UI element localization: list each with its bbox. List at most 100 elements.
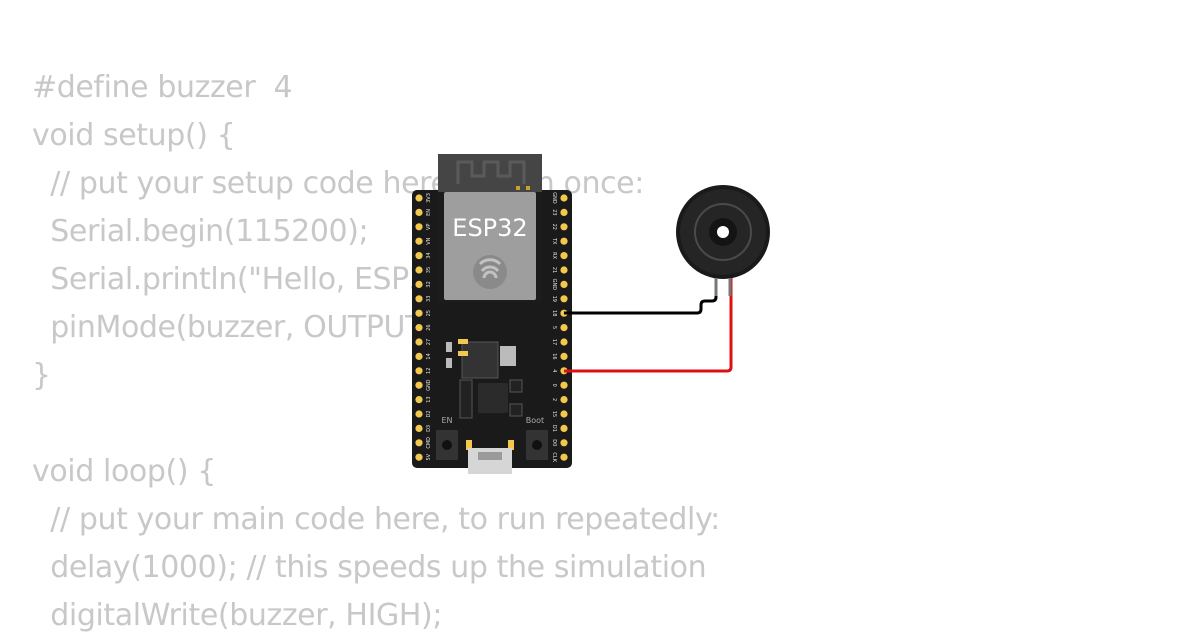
board-label: ESP32 xyxy=(452,214,527,242)
antenna-trace xyxy=(456,160,526,184)
board-pin-right-6[interactable] xyxy=(560,280,568,288)
code-line: #define buzzer 4 xyxy=(32,70,293,105)
pin-label: 14 xyxy=(426,353,432,359)
pin-label: 33 xyxy=(426,296,432,302)
smd-component xyxy=(509,379,523,393)
pin-label: 13 xyxy=(426,396,432,402)
pin-label: 34 xyxy=(426,252,432,258)
board-pin-right-15[interactable] xyxy=(560,410,568,418)
smd-component xyxy=(446,342,452,352)
left-pin-labels: 3V3ENVPVN343532332526271412GND13D2D3CMD5… xyxy=(426,193,432,460)
board-pin-left-14[interactable] xyxy=(415,396,423,404)
board-pin-left-12[interactable] xyxy=(415,367,423,375)
micro-usb-port xyxy=(468,448,512,474)
board-pin-left-3[interactable] xyxy=(415,237,423,245)
board-pin-right-9[interactable] xyxy=(560,324,568,332)
pin-label: CLK xyxy=(551,452,557,462)
buzzer-ring xyxy=(694,203,752,261)
board-pin-right-13[interactable] xyxy=(560,381,568,389)
left-pin-header xyxy=(415,194,423,461)
right-pin-header xyxy=(560,194,568,461)
code-line: Serial.begin(115200); xyxy=(32,214,369,249)
piezo-buzzer[interactable] xyxy=(672,182,774,298)
board-pin-right-1[interactable] xyxy=(560,208,568,216)
pin-label: 0 xyxy=(551,384,557,387)
pin-label: 5V xyxy=(426,453,432,460)
board-pin-left-18[interactable] xyxy=(415,453,423,461)
board-pin-left-13[interactable] xyxy=(415,381,423,389)
board-pin-right-2[interactable] xyxy=(560,223,568,231)
pin-label: 26 xyxy=(426,324,432,330)
pin-label: TX xyxy=(551,237,557,245)
en-button[interactable] xyxy=(436,430,458,460)
board-pin-left-9[interactable] xyxy=(415,324,423,332)
board-pin-right-10[interactable] xyxy=(560,338,568,346)
board-pin-right-18[interactable] xyxy=(560,453,568,461)
power-led xyxy=(500,346,516,366)
pin-label: D0 xyxy=(551,439,557,446)
esp32-board[interactable]: ESP32 3V3ENVPVN343532332526271412GND13D2… xyxy=(410,152,574,480)
pin-label: GND xyxy=(551,279,557,291)
board-pin-right-0[interactable] xyxy=(560,194,568,202)
pin-label: 15 xyxy=(551,411,557,417)
board-pin-right-7[interactable] xyxy=(560,295,568,303)
module-shield xyxy=(444,192,536,300)
smd-component xyxy=(508,440,514,450)
board-pin-left-6[interactable] xyxy=(415,280,423,288)
boot-button-cap xyxy=(532,440,542,450)
board-pin-left-17[interactable] xyxy=(415,439,423,447)
board-pin-right-16[interactable] xyxy=(560,424,568,432)
board-pin-left-0[interactable] xyxy=(415,194,423,202)
pin-label: 21 xyxy=(551,267,557,273)
smd-component xyxy=(458,351,468,356)
board-pin-right-17[interactable] xyxy=(560,439,568,447)
pin-label: 2 xyxy=(551,398,557,401)
usb-uart-chip xyxy=(478,383,508,413)
board-pin-left-15[interactable] xyxy=(415,410,423,418)
smd-component xyxy=(466,440,472,450)
pin-label: VN xyxy=(426,237,432,244)
wire-red[interactable] xyxy=(564,278,733,373)
board-components xyxy=(446,339,523,450)
board-pin-left-2[interactable] xyxy=(415,223,423,231)
module-pad xyxy=(516,186,520,190)
pin-label: 19 xyxy=(551,296,557,302)
board-pin-right-3[interactable] xyxy=(560,237,568,245)
board-pin-right-14[interactable] xyxy=(560,396,568,404)
pin-label: 22 xyxy=(551,224,557,230)
code-line: delay(1000); // this speeds up the simul… xyxy=(32,550,707,585)
boot-button[interactable] xyxy=(526,430,548,460)
board-pin-left-11[interactable] xyxy=(415,352,423,360)
boot-button-label: Boot xyxy=(526,416,544,425)
wire-black[interactable] xyxy=(564,278,718,315)
pin-label: GND xyxy=(551,192,557,204)
board-pin-left-4[interactable] xyxy=(415,252,423,260)
board-pin-left-16[interactable] xyxy=(415,424,423,432)
board-pin-left-10[interactable] xyxy=(415,338,423,346)
board-pin-right-5[interactable] xyxy=(560,266,568,274)
board-pin-left-5[interactable] xyxy=(415,266,423,274)
smd-component xyxy=(509,403,523,417)
pin-label: 16 xyxy=(551,353,557,359)
board-pin-left-7[interactable] xyxy=(415,295,423,303)
code-line: digitalWrite(buzzer, HIGH); xyxy=(32,598,443,633)
board-pin-right-4[interactable] xyxy=(560,252,568,260)
pin-label: CMD xyxy=(426,437,432,449)
pin-label: 4 xyxy=(551,369,557,372)
board-pin-right-11[interactable] xyxy=(560,352,568,360)
pin-label: 35 xyxy=(426,267,432,273)
pin-label: D2 xyxy=(426,410,432,417)
board-pin-left-1[interactable] xyxy=(415,208,423,216)
pin-label: 27 xyxy=(426,339,432,345)
pin-label: EN xyxy=(426,209,432,216)
pin-label: 18 xyxy=(551,310,557,316)
voltage-regulator xyxy=(461,341,499,379)
wifi-module: ESP32 xyxy=(438,154,542,302)
pin-label: 17 xyxy=(551,339,557,345)
usb-opening xyxy=(478,452,502,460)
code-line: void loop() { xyxy=(32,454,216,489)
board-pin-left-8[interactable] xyxy=(415,309,423,317)
code-line: // put your main code here, to run repea… xyxy=(32,502,720,537)
pin-label: RX xyxy=(551,252,557,259)
